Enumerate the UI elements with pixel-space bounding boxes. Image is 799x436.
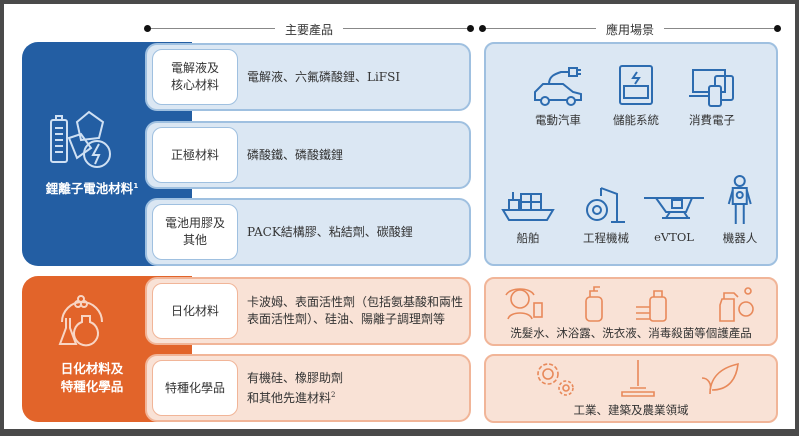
energy-storage-icon [619, 65, 653, 105]
industrial-applications: 工業、建築及農業領域 [484, 354, 778, 423]
leaf-icon [701, 362, 739, 395]
industrial-icons [537, 360, 739, 397]
personal-care-applications: 洗髮水、沐浴露、洗衣液、消毒殺菌等個護產品 [484, 277, 778, 346]
product-description: PACK結構膠、粘結劑、碳酸鋰 [247, 224, 413, 239]
products-header: 主要產品 [144, 21, 474, 38]
applications-header: 應用場景 [479, 21, 781, 38]
product-row-electrolyte: 電解液及核心材料 電解液、六氟磷酸鋰、LiFSI [145, 43, 471, 111]
product-description: 卡波姆、表面活性劑（包括氨基酸和兩性表面活性劑）、硅油、陽離子調理劑等 [247, 279, 469, 343]
battery-title-text: 鋰離子電池材料 [45, 181, 134, 196]
shampoo-icon [505, 288, 543, 320]
app-ship: 船舶 [499, 182, 557, 246]
app-label: 儲能系統 [613, 113, 659, 127]
app-electronics: 消費電子 [687, 64, 737, 128]
product-row-cathode: 正極材料 磷酸鐵、磷酸鐵鋰 [145, 121, 471, 189]
app-ev: 電動汽車 [531, 64, 585, 128]
app-label: 電動汽車 [535, 113, 581, 127]
evtol-icon [644, 197, 704, 219]
applications-header-label: 應用場景 [595, 21, 665, 38]
personal-care-label: 洗髮水、沐浴露、洗衣液、消毒殺菌等個護產品 [510, 326, 752, 340]
product-label: 正極材料 [152, 127, 238, 183]
desc-line: 表面活性劑）、硅油、陽離子調理劑等 [247, 312, 446, 326]
product-row-specialty-chemicals: 特種化學品 有機硅、橡膠助劑和其他先進材料2 [145, 354, 471, 422]
gears-icon [537, 363, 574, 396]
app-label: 船舶 [516, 231, 540, 245]
product-label: 電解液及核心材料 [152, 49, 238, 105]
title-line: 日化材料及 [60, 361, 124, 376]
label-line: 核心材料 [170, 78, 219, 92]
label-line: 電解液及 [170, 61, 219, 75]
app-label: 消費電子 [689, 113, 735, 127]
disinfectant-icon [719, 287, 754, 322]
personal-care-icons [505, 286, 754, 322]
app-evtol: eVTOL [642, 182, 706, 244]
body-wash-icon [585, 286, 603, 322]
construction-icon [621, 360, 655, 397]
app-machinery: 工程機械 [581, 182, 631, 246]
products-header-label: 主要產品 [274, 21, 344, 38]
app-label: 機器人 [722, 231, 758, 245]
electric-car-icon [534, 67, 582, 106]
desc-line: 和其他先進材料 [247, 390, 332, 405]
chemistry-flask-icon [58, 295, 103, 347]
product-description: 電解液、六氟磷酸鋰、LiFSI [247, 69, 401, 84]
app-label: eVTOL [654, 230, 694, 244]
consumer-electronics-icon [689, 69, 734, 107]
footnote-2: 2 [331, 390, 336, 399]
footnote-1: 1 [133, 181, 139, 190]
battery-materials-icon [50, 110, 111, 168]
app-ess: 儲能系統 [613, 64, 659, 128]
product-label: 特種化學品 [152, 360, 238, 416]
chemicals-category-title: 日化材料及特種化學品 [22, 360, 162, 396]
desc-line: 有機硅、橡膠助劑 [247, 370, 344, 385]
product-label: 日化材料 [152, 283, 238, 339]
app-robot: 機器人 [722, 174, 758, 246]
title-line: 特種化學品 [60, 379, 124, 394]
product-description: 磷酸鐵、磷酸鐵鋰 [247, 147, 344, 162]
battery-applications-panel: 電動汽車 儲能系統 消費電子 船舶 工程機械 eVTOL 機器人 [484, 42, 778, 266]
app-label: 工程機械 [583, 231, 629, 245]
label-line: 電池用膠及 [164, 216, 225, 230]
diagram-page: 主要產品 應用場景 鋰離子電池材料1 電解液及核心材料 電解液、六氟磷酸鋰、Li… [4, 4, 795, 429]
product-row-adhesive: 電池用膠及其他 PACK結構膠、粘結劑、碳酸鋰 [145, 198, 471, 266]
industrial-label: 工業、建築及農業領域 [573, 403, 689, 417]
product-description: 有機硅、橡膠助劑和其他先進材料2 [247, 356, 469, 420]
ship-icon [501, 192, 555, 221]
desc-line: 卡波姆、表面活性劑（包括氨基酸和兩性 [247, 295, 464, 309]
battery-category-title: 鋰離子電池材料1 [22, 178, 162, 197]
laundry-detergent-icon [636, 290, 667, 322]
product-row-daily-chemicals: 日化材料 卡波姆、表面活性劑（包括氨基酸和兩性表面活性劑）、硅油、陽離子調理劑等 [145, 277, 471, 345]
engineering-machinery-icon [586, 187, 625, 223]
robot-icon [728, 175, 752, 224]
product-label: 電池用膠及其他 [152, 204, 238, 260]
label-line: 其他 [182, 233, 207, 247]
